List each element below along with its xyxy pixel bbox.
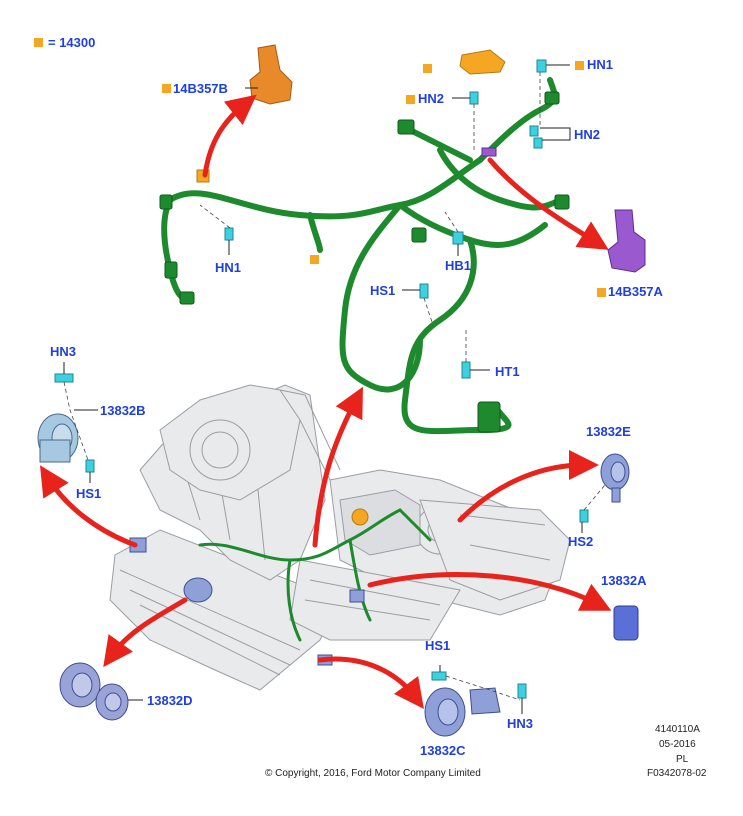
lower-harness: [198, 508, 432, 642]
horn-13832D: [59, 662, 129, 721]
label-hs2: HS2: [568, 534, 594, 549]
legend-text: = 14300: [48, 35, 96, 50]
label-13832A: 13832A: [601, 573, 647, 588]
label-hn2-top: HN2: [418, 91, 445, 106]
marker-14B357B: [162, 84, 171, 93]
label-hs1-mid: HS1: [370, 283, 396, 298]
label-13832E: 13832E: [586, 424, 631, 439]
marker-cap: [423, 64, 432, 73]
label-13832C: 13832C: [420, 743, 466, 758]
purple-clip-harness: [481, 147, 497, 157]
marker-hn1-top: [575, 61, 584, 70]
label-13832B: 13832B: [100, 403, 146, 418]
ref-code-4: F0342078-02: [647, 768, 707, 779]
marker-hn2-top: [406, 95, 415, 104]
label-hs1-left: HS1: [76, 486, 102, 501]
callout-arrows: [40, 94, 612, 710]
horn-13832E: [600, 453, 630, 503]
copyright-text: © Copyright, 2016, Ford Motor Company Li…: [265, 768, 481, 779]
dashed-guides: [63, 72, 606, 701]
horn-13832B: [37, 413, 79, 463]
marker-14B357A: [597, 288, 606, 297]
harness-connectors: [159, 91, 570, 433]
label-hn3-bottom: HN3: [507, 716, 534, 731]
label-hn2-right: HN2: [574, 127, 601, 142]
bracket-14B357B: [249, 44, 293, 105]
horn-13832A: [613, 605, 639, 641]
label-hs1-bottom: HS1: [425, 638, 451, 653]
label-hn1-top: HN1: [587, 57, 614, 72]
bracket-14300-top: [459, 49, 506, 75]
horn-13832C: [424, 687, 501, 737]
ref-code-3: PL: [676, 754, 689, 765]
label-14B357A: 14B357A: [608, 284, 663, 299]
marker-harness-14300: [310, 255, 319, 264]
legend-swatch: [34, 38, 43, 47]
ref-code-1: 4140110A: [655, 724, 700, 735]
leader-lines: [63, 64, 583, 714]
bracket-14B357A: [607, 209, 646, 273]
label-hn1-left: HN1: [215, 260, 242, 275]
reservoir-cap: [351, 508, 369, 526]
label-ht1: HT1: [495, 364, 520, 379]
label-13832D: 13832D: [147, 693, 193, 708]
label-hb1: HB1: [445, 258, 472, 273]
ref-code-2: 05-2016: [659, 739, 696, 750]
label-hn3-left: HN3: [50, 344, 77, 359]
label-14B357B: 14B357B: [173, 81, 228, 96]
fasteners: [54, 59, 589, 699]
